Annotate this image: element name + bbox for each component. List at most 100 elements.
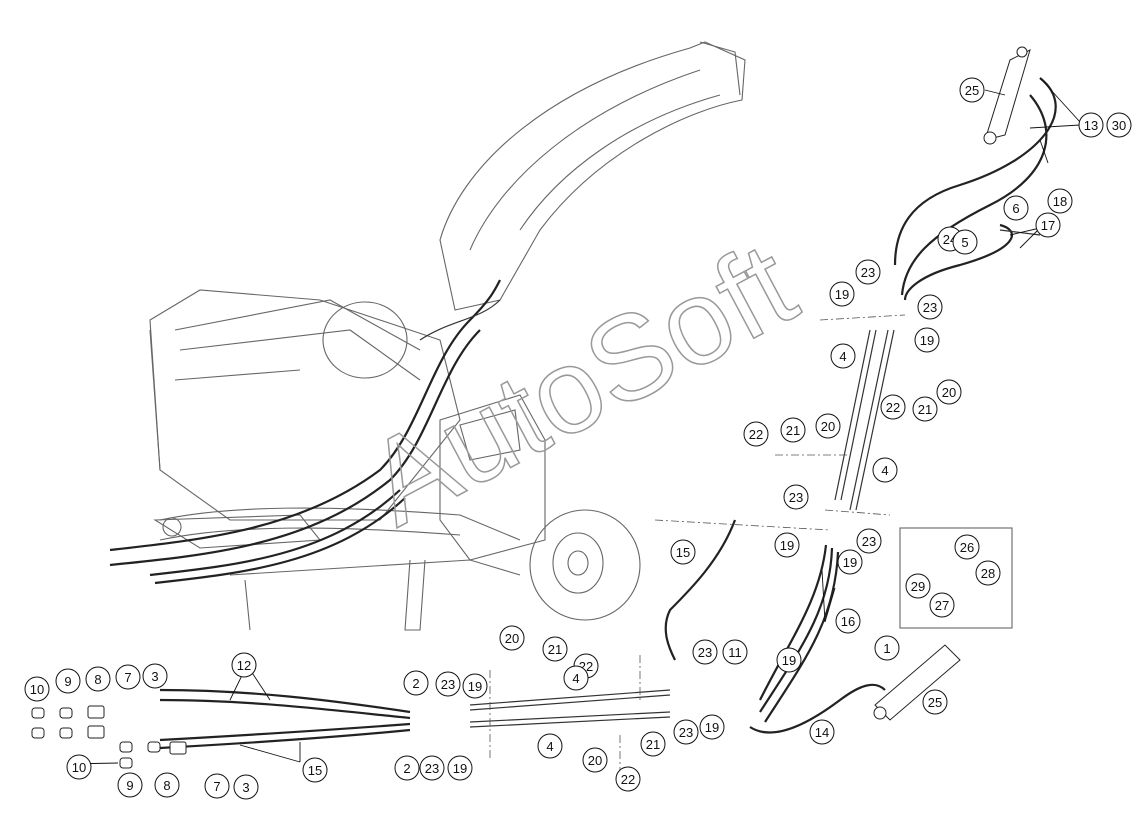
callout-circle [537,733,563,759]
cylinder-upper [893,46,1057,301]
callout-circle [959,77,985,103]
callout-number: 28 [981,566,995,581]
callout-circle [419,755,445,781]
callout-2: 2 [394,755,420,781]
callout-15: 15 [670,539,696,565]
callout-circle [874,635,900,661]
callout-circle [233,774,259,800]
callout-number: 19 [835,287,849,302]
callout-number: 23 [789,490,803,505]
callout-circle [640,731,666,757]
callout-circle [462,673,488,699]
callout-circle [774,532,800,558]
callout-30: 30 [1106,112,1132,138]
callout-5: 5 [952,229,978,255]
callout-circle [837,549,863,575]
callout-circle [829,281,855,307]
callout-circle [563,665,589,691]
callout-number: 19 [843,555,857,570]
callout-21: 21 [542,636,568,662]
callout-number: 19 [782,653,796,668]
callout-10: 10 [66,754,92,780]
callout-4: 4 [537,733,563,759]
callout-circle [912,396,938,422]
callout-circle [914,327,940,353]
callout-circle [499,625,525,651]
callout-23: 23 [692,639,718,665]
callout-number: 13 [1084,118,1098,133]
callout-number: 12 [237,658,251,673]
callout-3: 3 [233,774,259,800]
callout-number: 18 [1053,194,1067,209]
callout-number: 15 [308,763,322,778]
callout-circle [952,229,978,255]
callout-23: 23 [673,719,699,745]
callout-19: 19 [462,673,488,699]
callout-20: 20 [582,747,608,773]
callout-number: 3 [151,669,158,684]
callout-21: 21 [640,731,666,757]
callout-circle [670,539,696,565]
callout-circle [936,379,962,405]
callout-22: 22 [743,421,769,447]
callout-circle [115,664,141,690]
callout-number: 15 [676,545,690,560]
callout-number: 10 [30,682,44,697]
callout-23: 23 [419,755,445,781]
callout-19: 19 [699,714,725,740]
callout-number: 29 [911,579,925,594]
callout-number: 17 [1041,218,1055,233]
callout-number: 22 [621,772,635,787]
callout-number: 23 [425,761,439,776]
callout-number: 19 [453,761,467,776]
callout-number: 20 [821,419,835,434]
callout-number: 22 [886,400,900,415]
callout-circle [24,676,50,702]
callout-8: 8 [154,772,180,798]
callout-8: 8 [85,666,111,692]
callout-number: 1 [883,641,890,656]
callout-circle [929,592,955,618]
cylinder-lower [873,527,1013,721]
callout-19: 19 [914,327,940,353]
callout-19: 19 [447,755,473,781]
callout-circle [302,757,328,783]
callout-number: 9 [64,674,71,689]
callout-number: 14 [815,725,829,740]
callout-number: 21 [646,737,660,752]
callout-number: 23 [923,300,937,315]
callout-circle [1078,112,1104,138]
callout-circle [872,457,898,483]
callout-circle [673,719,699,745]
callout-29: 29 [905,573,931,599]
callout-15: 15 [302,757,328,783]
callout-circle [1035,212,1061,238]
callout-number: 21 [548,642,562,657]
callout-number: 23 [679,725,693,740]
callout-number: 4 [881,463,888,478]
callout-19: 19 [776,647,802,673]
callout-circle [856,528,882,554]
callout-21: 21 [780,417,806,443]
callout-number: 22 [749,427,763,442]
callout-number: 25 [928,695,942,710]
callout-28: 28 [975,560,1001,586]
callout-circle [582,747,608,773]
machine-drawing [109,41,746,631]
callout-23: 23 [855,259,881,285]
callout-circle [154,772,180,798]
callout-circle [917,294,943,320]
callout-number: 19 [780,538,794,553]
callout-circle [975,560,1001,586]
callout-9: 9 [55,668,81,694]
callout-circle [809,719,835,745]
callout-number: 4 [546,739,553,754]
callout-number: 21 [786,423,800,438]
callout-23: 23 [917,294,943,320]
callout-circle [815,413,841,439]
callout-23: 23 [435,671,461,697]
callout-20: 20 [499,625,525,651]
callout-circle [692,639,718,665]
callout-number: 4 [572,671,579,686]
